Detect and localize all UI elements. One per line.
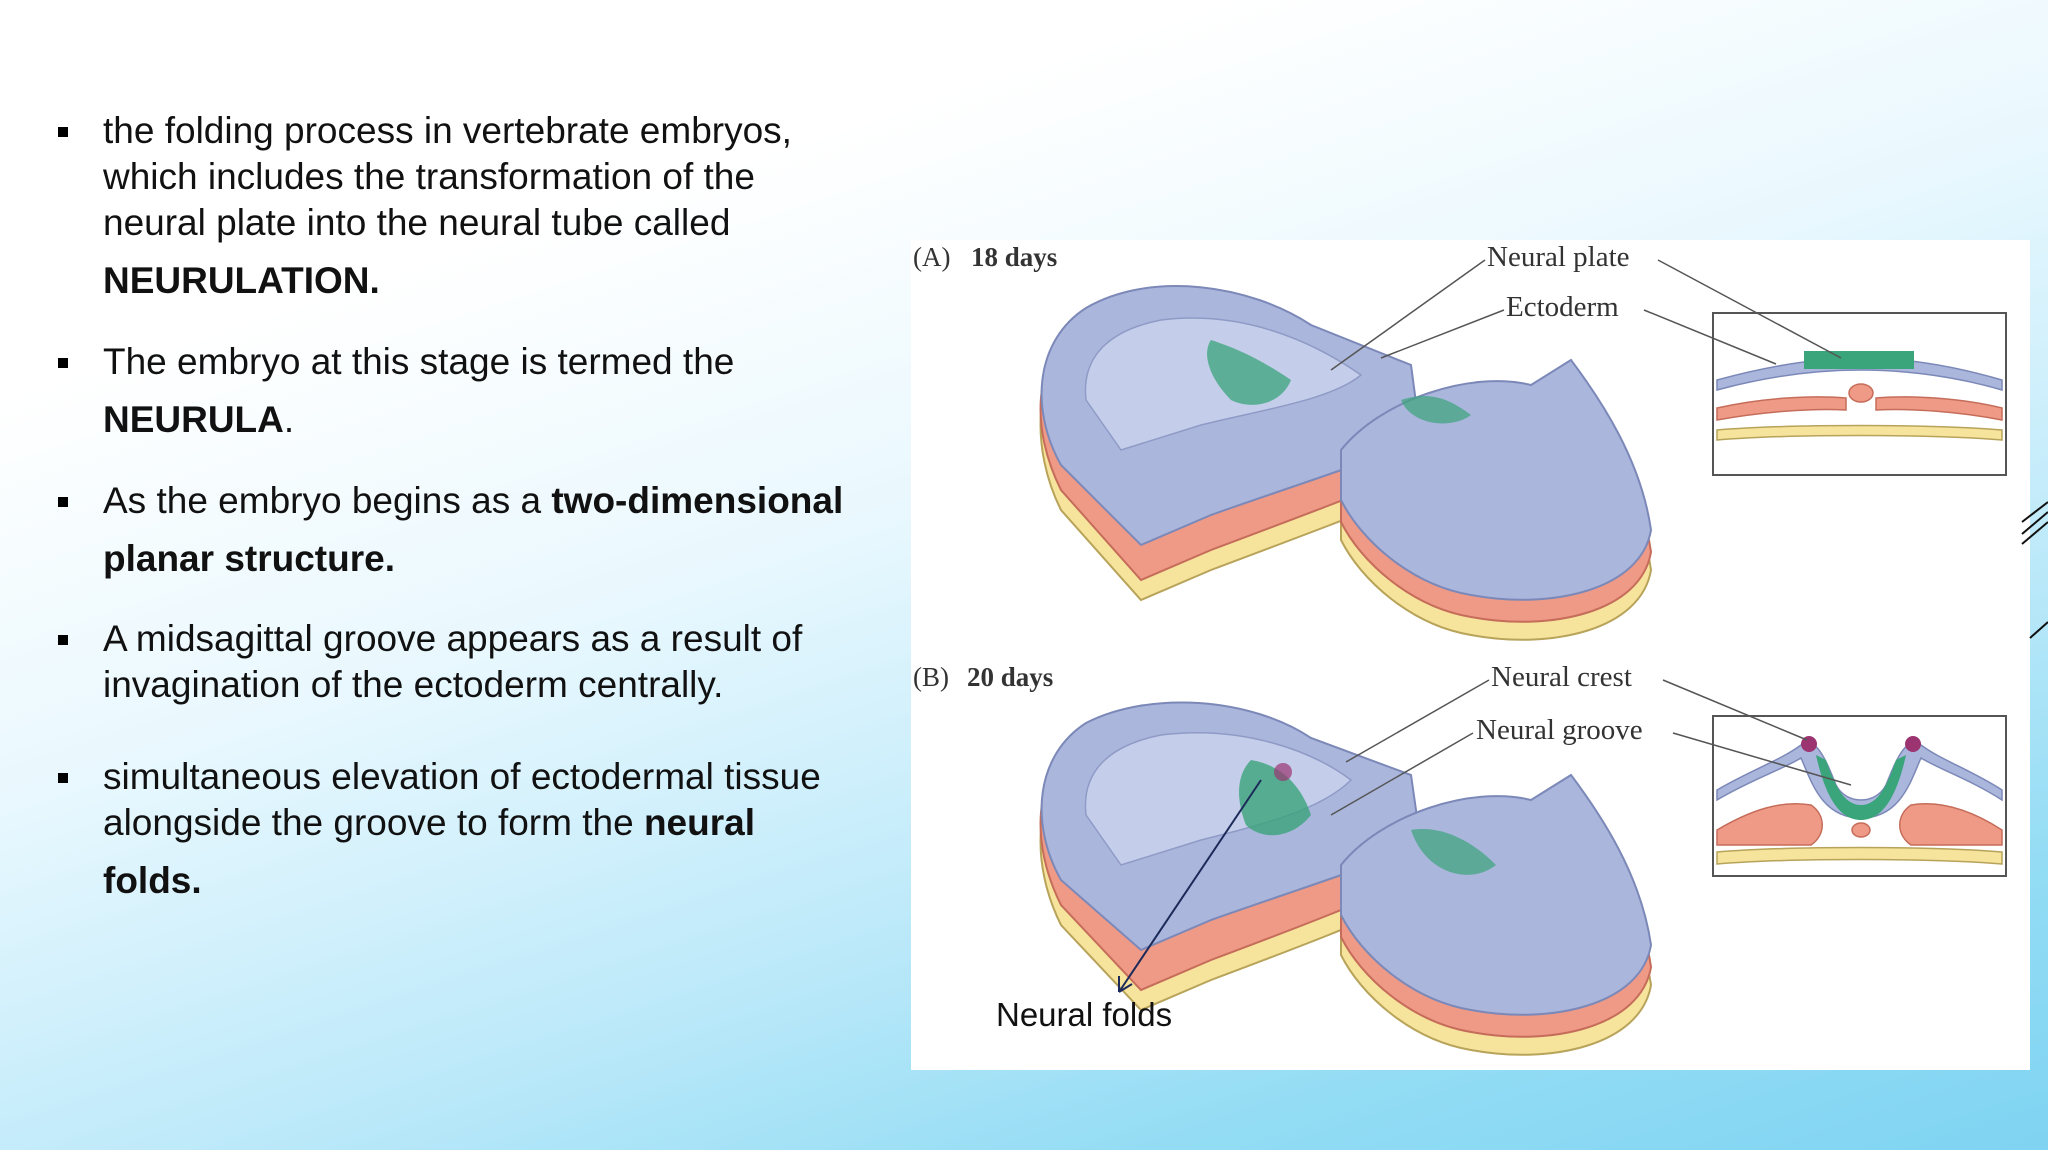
panel-a-cross-section xyxy=(1712,312,2007,476)
panel-b-age: 20 days xyxy=(967,662,1053,692)
ectoderm-layer xyxy=(1716,742,2003,819)
callout-line xyxy=(1643,309,1777,365)
bullet-bold-term: planar structure. xyxy=(103,538,395,579)
callout-line xyxy=(1330,732,1474,816)
deco-line xyxy=(2021,511,2048,535)
label-ectoderm: Ectoderm xyxy=(1506,291,1619,323)
bullet-line: invagination of the ectoderm centrally. xyxy=(103,664,724,705)
callout-line xyxy=(1380,309,1505,359)
callout-line xyxy=(1330,259,1486,371)
neural-crest-region xyxy=(1801,736,1817,752)
neural-folds-arrow xyxy=(1118,779,1262,993)
callout-line xyxy=(1657,259,1842,359)
neural-groove-region xyxy=(1239,760,1311,836)
deco-line xyxy=(2021,501,2048,523)
bullet-square-icon xyxy=(58,773,68,783)
bullet-line: As the embryo begins as a xyxy=(103,480,552,521)
bullet-line: the folding process in vertebrate embryo… xyxy=(103,110,792,151)
bullet-square-icon xyxy=(58,497,68,507)
bullet-line: The embryo at this stage is termed the xyxy=(103,341,735,382)
neurulation-diagram: (A) 18 days xyxy=(913,241,2007,1056)
bullet-suffix: . xyxy=(283,399,295,440)
label-neural-crest: Neural crest xyxy=(1491,661,1632,693)
callout-line xyxy=(1672,732,1852,786)
bullet-item: As the embryo begins as a two-dimensiona… xyxy=(50,478,880,582)
panel-a-letter: (A) xyxy=(913,242,950,272)
endoderm-layer xyxy=(1716,846,2003,865)
notochord xyxy=(1851,822,1871,838)
neural-groove-region xyxy=(1816,755,1906,820)
slide-edge-decoration xyxy=(2021,501,2048,639)
neural-plate-region xyxy=(1207,340,1291,405)
bullet-line: A midsagittal groove appears as a result… xyxy=(103,618,803,659)
panel-b-letter: (B) xyxy=(913,662,949,692)
bullet-text: simultaneous elevation of ectodermal tis… xyxy=(103,754,883,904)
bullet-text: the folding process in vertebrate embryo… xyxy=(103,108,883,304)
endoderm-layer xyxy=(1716,424,2003,441)
callout-line xyxy=(1345,679,1490,763)
panel-a-age: 18 days xyxy=(971,242,1057,272)
deco-line xyxy=(2029,621,2048,639)
bullet-bold-term: NEURULATION. xyxy=(103,260,380,301)
neural-plate-region xyxy=(1401,395,1471,424)
bullet-item: the folding process in vertebrate embryo… xyxy=(50,108,880,304)
bullet-item: The embryo at this stage is termed the N… xyxy=(50,339,880,443)
mesoderm-layer xyxy=(1875,396,2003,421)
panel-a-embryo xyxy=(1039,285,1653,641)
bullet-line: neural plate into the neural tube called xyxy=(103,202,731,243)
bullet-bold-term: two-dimensional xyxy=(551,480,844,521)
notochord xyxy=(1848,383,1874,403)
bottom-strip xyxy=(0,1150,2048,1152)
bullet-text: A midsagittal groove appears as a result… xyxy=(103,616,883,708)
bullet-line: alongside the groove to form the xyxy=(103,802,644,843)
bullet-bold-term: folds. xyxy=(103,860,202,901)
neural-groove-region xyxy=(1411,829,1496,875)
neurulation-figure: (A) 18 days xyxy=(911,240,2030,1070)
neural-crest-region xyxy=(1274,763,1292,781)
arrowhead-icon xyxy=(1118,976,1133,993)
panel-b-cross-section xyxy=(1712,715,2007,877)
bullet-square-icon xyxy=(58,635,68,645)
bullet-square-icon xyxy=(58,358,68,368)
ectoderm-layer xyxy=(1340,358,1653,601)
deco-line xyxy=(2021,521,2048,545)
mesoderm-layer xyxy=(1716,802,1823,846)
neural-crest-region xyxy=(1905,736,1921,752)
mesoderm-layer xyxy=(1716,396,1847,421)
label-neural-folds: Neural folds xyxy=(996,996,1172,1033)
bullet-line: simultaneous elevation of ectodermal tis… xyxy=(103,756,821,797)
label-neural-groove: Neural groove xyxy=(1476,714,1643,746)
bullet-bold-term: neural xyxy=(643,802,755,843)
callout-line xyxy=(1662,679,1808,741)
bullet-text: The embryo at this stage is termed the N… xyxy=(103,339,883,443)
mesoderm-layer xyxy=(1899,803,2003,846)
bullet-bold-term: NEURULA xyxy=(103,399,284,440)
bullet-item: A midsagittal groove appears as a result… xyxy=(50,616,880,708)
neural-plate-region xyxy=(1804,351,1914,369)
label-neural-plate: Neural plate xyxy=(1487,241,1630,273)
bullet-line: which includes the transformation of the xyxy=(103,156,755,197)
bullet-text: As the embryo begins as a two-dimensiona… xyxy=(103,478,883,582)
bullet-square-icon xyxy=(58,127,68,137)
bullet-item: simultaneous elevation of ectodermal tis… xyxy=(50,754,880,904)
panel-b-embryo xyxy=(1039,701,1653,1056)
